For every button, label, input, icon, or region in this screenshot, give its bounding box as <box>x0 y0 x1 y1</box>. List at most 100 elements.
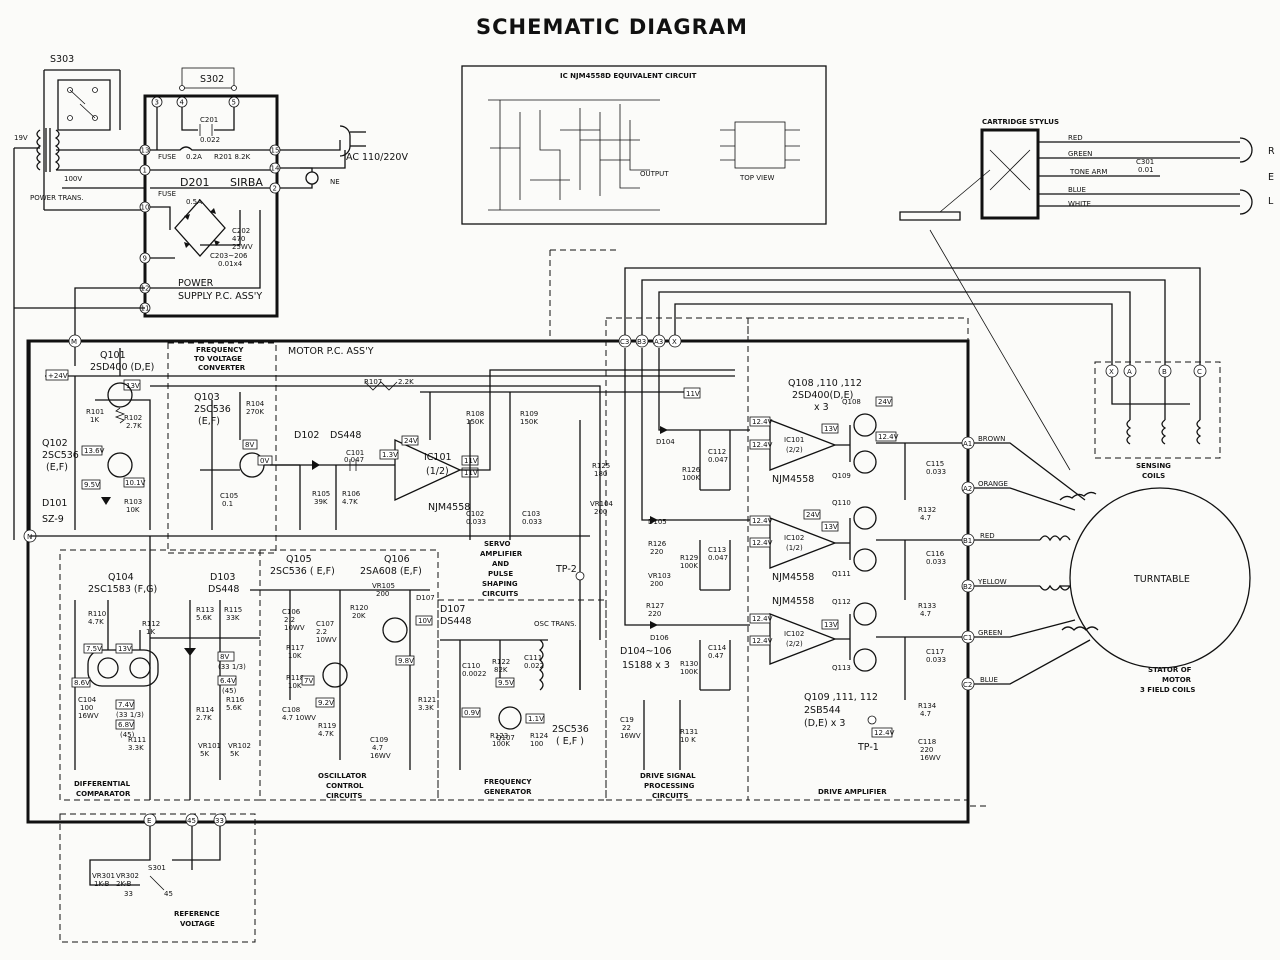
servo-title-2: AMPLIFIER <box>480 550 523 558</box>
term-2: 2 <box>273 185 277 193</box>
q107-grade: ( E,F ) <box>556 736 584 747</box>
servo-title-3: AND <box>492 560 509 568</box>
stylus-icon <box>899 211 961 221</box>
ic101-type: NJM4558 <box>428 502 470 513</box>
c107-voltage: 10WV <box>316 636 337 644</box>
fvc-title-1: FREQUENCY <box>196 346 244 354</box>
c117-label: C117 <box>926 648 944 656</box>
sensing-coils: X A B C SENSING COILS <box>1094 361 1221 480</box>
d105-diode-icon <box>650 516 658 524</box>
q101-label: Q101 <box>100 350 126 361</box>
ic102b-half: (2/2) <box>786 640 803 648</box>
s303-switch-frame <box>57 79 111 131</box>
c107-label: C107 <box>316 620 334 628</box>
wire-brown: BROWN <box>978 435 1005 443</box>
amp-v1: 12.4V <box>752 418 773 426</box>
fuse2-label: FUSE <box>158 190 176 198</box>
r120-label: R120 <box>350 604 368 612</box>
q113-transistor-icon <box>853 648 877 672</box>
tp2-label: TP-2 <box>555 564 577 575</box>
vr102-value: 5K <box>230 750 239 758</box>
r126-value: 100K <box>682 474 700 482</box>
drive-amplifier: Q108 ,110 ,112 2SD400(D,E) x 3 IC101 (2/… <box>747 317 969 801</box>
q101-regulator: Q101 2SD400 (D,E) R101 1K R102 2.7K 13.6… <box>30 350 590 537</box>
r105-value: 39K <box>314 498 328 506</box>
q101-transistor-icon <box>107 382 133 408</box>
wire-blue: BLUE <box>1068 186 1086 194</box>
c110-label: C110 <box>462 662 480 670</box>
c104-label: C104 <box>78 696 97 704</box>
q113-small: Q113 <box>832 664 851 672</box>
q103-v1: 8V <box>245 441 254 449</box>
ic101b-label: IC101 <box>784 436 804 444</box>
r116-value: 5.6K <box>226 704 242 712</box>
c19-voltage: 16WV <box>620 732 641 740</box>
r107-value: 2.2K <box>398 378 414 386</box>
diff-title-1: DIFFERENTIAL <box>74 780 131 788</box>
r125-label: R125 <box>592 462 610 470</box>
stator-title-2: MOTOR <box>1162 676 1192 684</box>
r105-label: R105 <box>312 490 330 498</box>
ic102a-type: NJM4558 <box>772 572 814 583</box>
rail-11v: 11V <box>686 390 700 398</box>
wire-red: RED <box>1068 134 1083 142</box>
ic101-v4: 11V <box>464 469 478 477</box>
drive-amp-title: DRIVE AMPLIFIER <box>818 788 887 796</box>
c203-label: C203~206 <box>210 252 248 260</box>
term-x: X <box>672 338 677 346</box>
q104-v5: 6.8V <box>118 721 134 729</box>
tp1-point <box>867 715 877 725</box>
vr103-label: VR103 <box>648 572 671 580</box>
sense-title-1: SENSING <box>1136 462 1171 470</box>
r113-label: R113 <box>196 606 214 614</box>
vr301-value: 1K-B <box>94 880 110 888</box>
amp-v12: 13V <box>824 621 838 629</box>
q112-transistor-icon <box>853 602 877 626</box>
sense-term-c: C <box>1197 368 1202 376</box>
vr302-value: 2K-B <box>116 880 132 888</box>
r110-label: R110 <box>88 610 106 618</box>
ic-topview-label: TOP VIEW <box>739 174 775 182</box>
c104-voltage: 16WV <box>78 712 99 720</box>
c108-value: 4.7 10WV <box>282 714 316 722</box>
d104-106-label: D104~106 <box>620 646 672 657</box>
q107-small-label: Q107 <box>496 734 515 742</box>
r112-value: 1K <box>146 628 155 636</box>
q102-grade: (E,F) <box>46 462 68 473</box>
r129-label: R129 <box>680 554 698 562</box>
amp-v6: 12.4V <box>752 517 773 525</box>
r108-label: R108 <box>466 410 484 418</box>
term-n: N <box>27 533 32 541</box>
c104-value: 100 <box>80 704 93 712</box>
servo-title-1: SERVO <box>484 540 511 548</box>
c114-value: 0.47 <box>708 652 724 660</box>
r114-label: R114 <box>196 706 215 714</box>
wire-yellow: YELLOW <box>977 578 1007 586</box>
c202-label: C202 <box>232 227 250 235</box>
d104-label: D104 <box>656 438 675 446</box>
ref-45: 45 <box>164 890 173 898</box>
power-supply-title-2: SUPPLY P.C. ASS'Y <box>178 291 262 302</box>
servo-amplifier: D102 DS448 C101 0.047 R105 39K R106 4.7K… <box>270 369 735 598</box>
ground-e1: E <box>1268 172 1274 183</box>
q101-v2: 9.5V <box>84 481 100 489</box>
stator-coil-b <box>1039 535 1072 591</box>
r106-label: R106 <box>342 490 361 498</box>
ic101-opamp-icon <box>394 438 462 502</box>
c116-label: C116 <box>926 550 945 558</box>
r121-label: R121 <box>418 696 436 704</box>
r131-value: 10 K <box>680 736 696 744</box>
q104-v4-speed: (33 1/3) <box>116 711 144 719</box>
c107-value: 2.2 <box>316 628 327 636</box>
r104-value: 270K <box>246 408 264 416</box>
r129-value: 100K <box>680 562 698 570</box>
r125-value: 180 <box>594 470 607 478</box>
d106-label: D106 <box>650 634 669 642</box>
fuse2-value: 0.5A <box>186 198 202 206</box>
term-c1: C1 <box>963 634 972 642</box>
term-33: 33 <box>215 817 224 825</box>
tp1-voltage: 12.4V <box>874 729 895 737</box>
q111-small: Q111 <box>832 570 851 578</box>
d105-label: D105 <box>648 518 667 526</box>
